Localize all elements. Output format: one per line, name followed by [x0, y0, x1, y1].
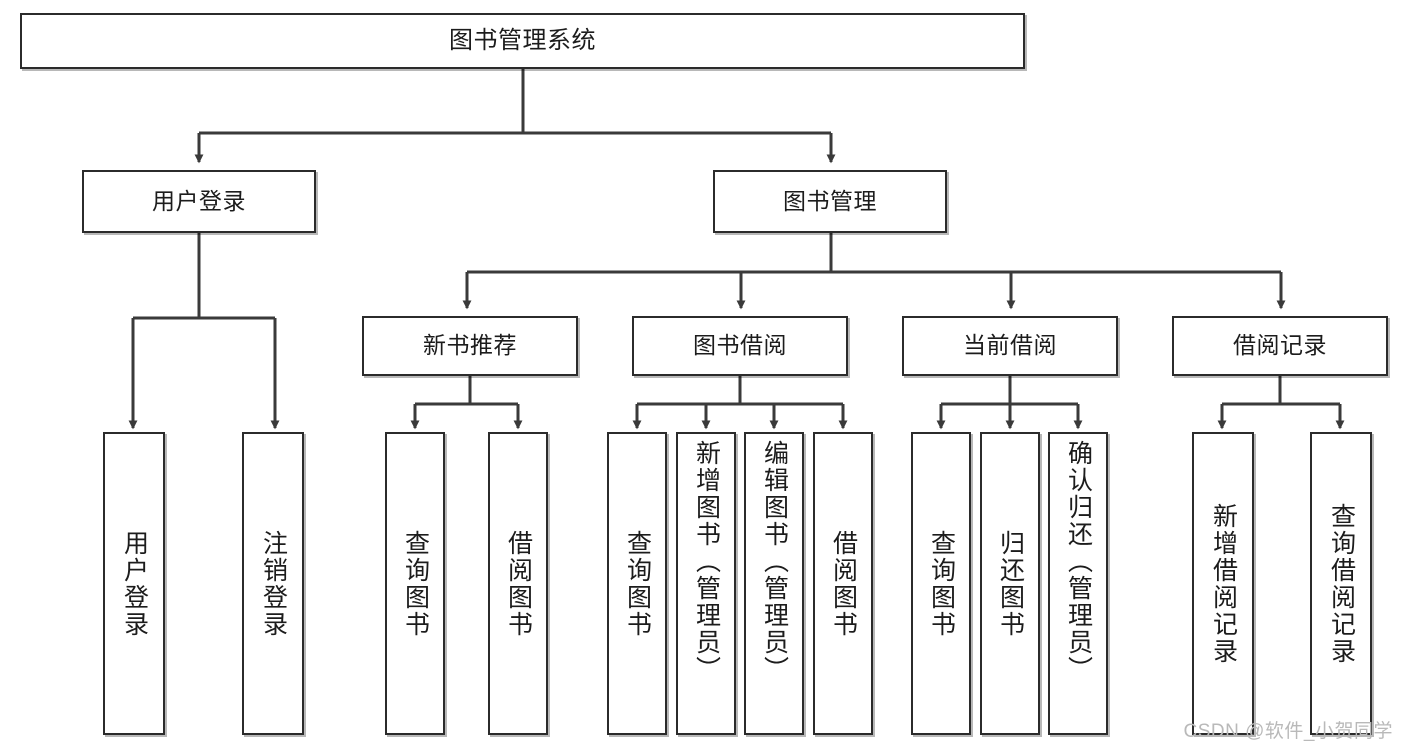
node-user-login[interactable]: 用户登录: [82, 170, 316, 233]
node-label: 注销登录: [259, 529, 288, 638]
node-root-book-management-system[interactable]: 图书管理系统: [20, 13, 1025, 69]
node-label: 确认归还（管理员）: [1064, 440, 1093, 683]
node-label: 新书推荐: [423, 332, 517, 359]
leaf-borrow-record-add-record[interactable]: 新增借阅记录: [1192, 432, 1254, 735]
node-label: 查询图书: [623, 529, 652, 638]
node-label: 查询图书: [927, 529, 956, 638]
leaf-current-borrow-query-books[interactable]: 查询图书: [911, 432, 971, 735]
node-label: 新增借阅记录: [1209, 502, 1238, 665]
node-label: 借阅图书: [504, 529, 533, 638]
leaf-current-borrow-confirm-return-admin[interactable]: 确认归还（管理员）: [1048, 432, 1108, 735]
node-label: 编辑图书（管理员）: [760, 440, 789, 683]
node-label: 当前借阅: [963, 332, 1057, 359]
node-label: 查询借阅记录: [1327, 502, 1356, 665]
node-label: 归还图书: [996, 529, 1025, 638]
csdn-watermark: CSDN @软件_小贺同学: [1183, 721, 1393, 742]
node-borrow-record[interactable]: 借阅记录: [1172, 316, 1388, 376]
leaf-user-login-login[interactable]: 用户登录: [103, 432, 165, 735]
leaf-book-borrow-query-books[interactable]: 查询图书: [607, 432, 667, 735]
node-label: 借阅图书: [829, 529, 858, 638]
leaf-book-borrow-add-book-admin[interactable]: 新增图书（管理员）: [676, 432, 736, 735]
node-current-borrow[interactable]: 当前借阅: [902, 316, 1118, 376]
leaf-book-borrow-edit-book-admin[interactable]: 编辑图书（管理员）: [744, 432, 804, 735]
node-label: 图书管理系统: [449, 26, 596, 54]
leaf-borrow-record-query-record[interactable]: 查询借阅记录: [1310, 432, 1372, 735]
node-book-management[interactable]: 图书管理: [713, 170, 947, 233]
leaf-user-login-logout[interactable]: 注销登录: [242, 432, 304, 735]
node-label: 用户登录: [152, 187, 246, 214]
node-new-book-recommendation[interactable]: 新书推荐: [362, 316, 578, 376]
node-label: 新增图书（管理员）: [692, 440, 721, 683]
node-label: 查询图书: [401, 529, 430, 638]
node-label: 图书借阅: [693, 332, 787, 359]
leaf-new-book-borrow-books[interactable]: 借阅图书: [488, 432, 548, 735]
node-label: 图书管理: [783, 187, 877, 214]
leaf-current-borrow-return-books[interactable]: 归还图书: [980, 432, 1040, 735]
node-label: 借阅记录: [1233, 332, 1327, 359]
leaf-book-borrow-borrow-books[interactable]: 借阅图书: [813, 432, 873, 735]
leaf-new-book-query-books[interactable]: 查询图书: [385, 432, 445, 735]
node-label: 用户登录: [120, 529, 149, 638]
node-book-borrow[interactable]: 图书借阅: [632, 316, 848, 376]
